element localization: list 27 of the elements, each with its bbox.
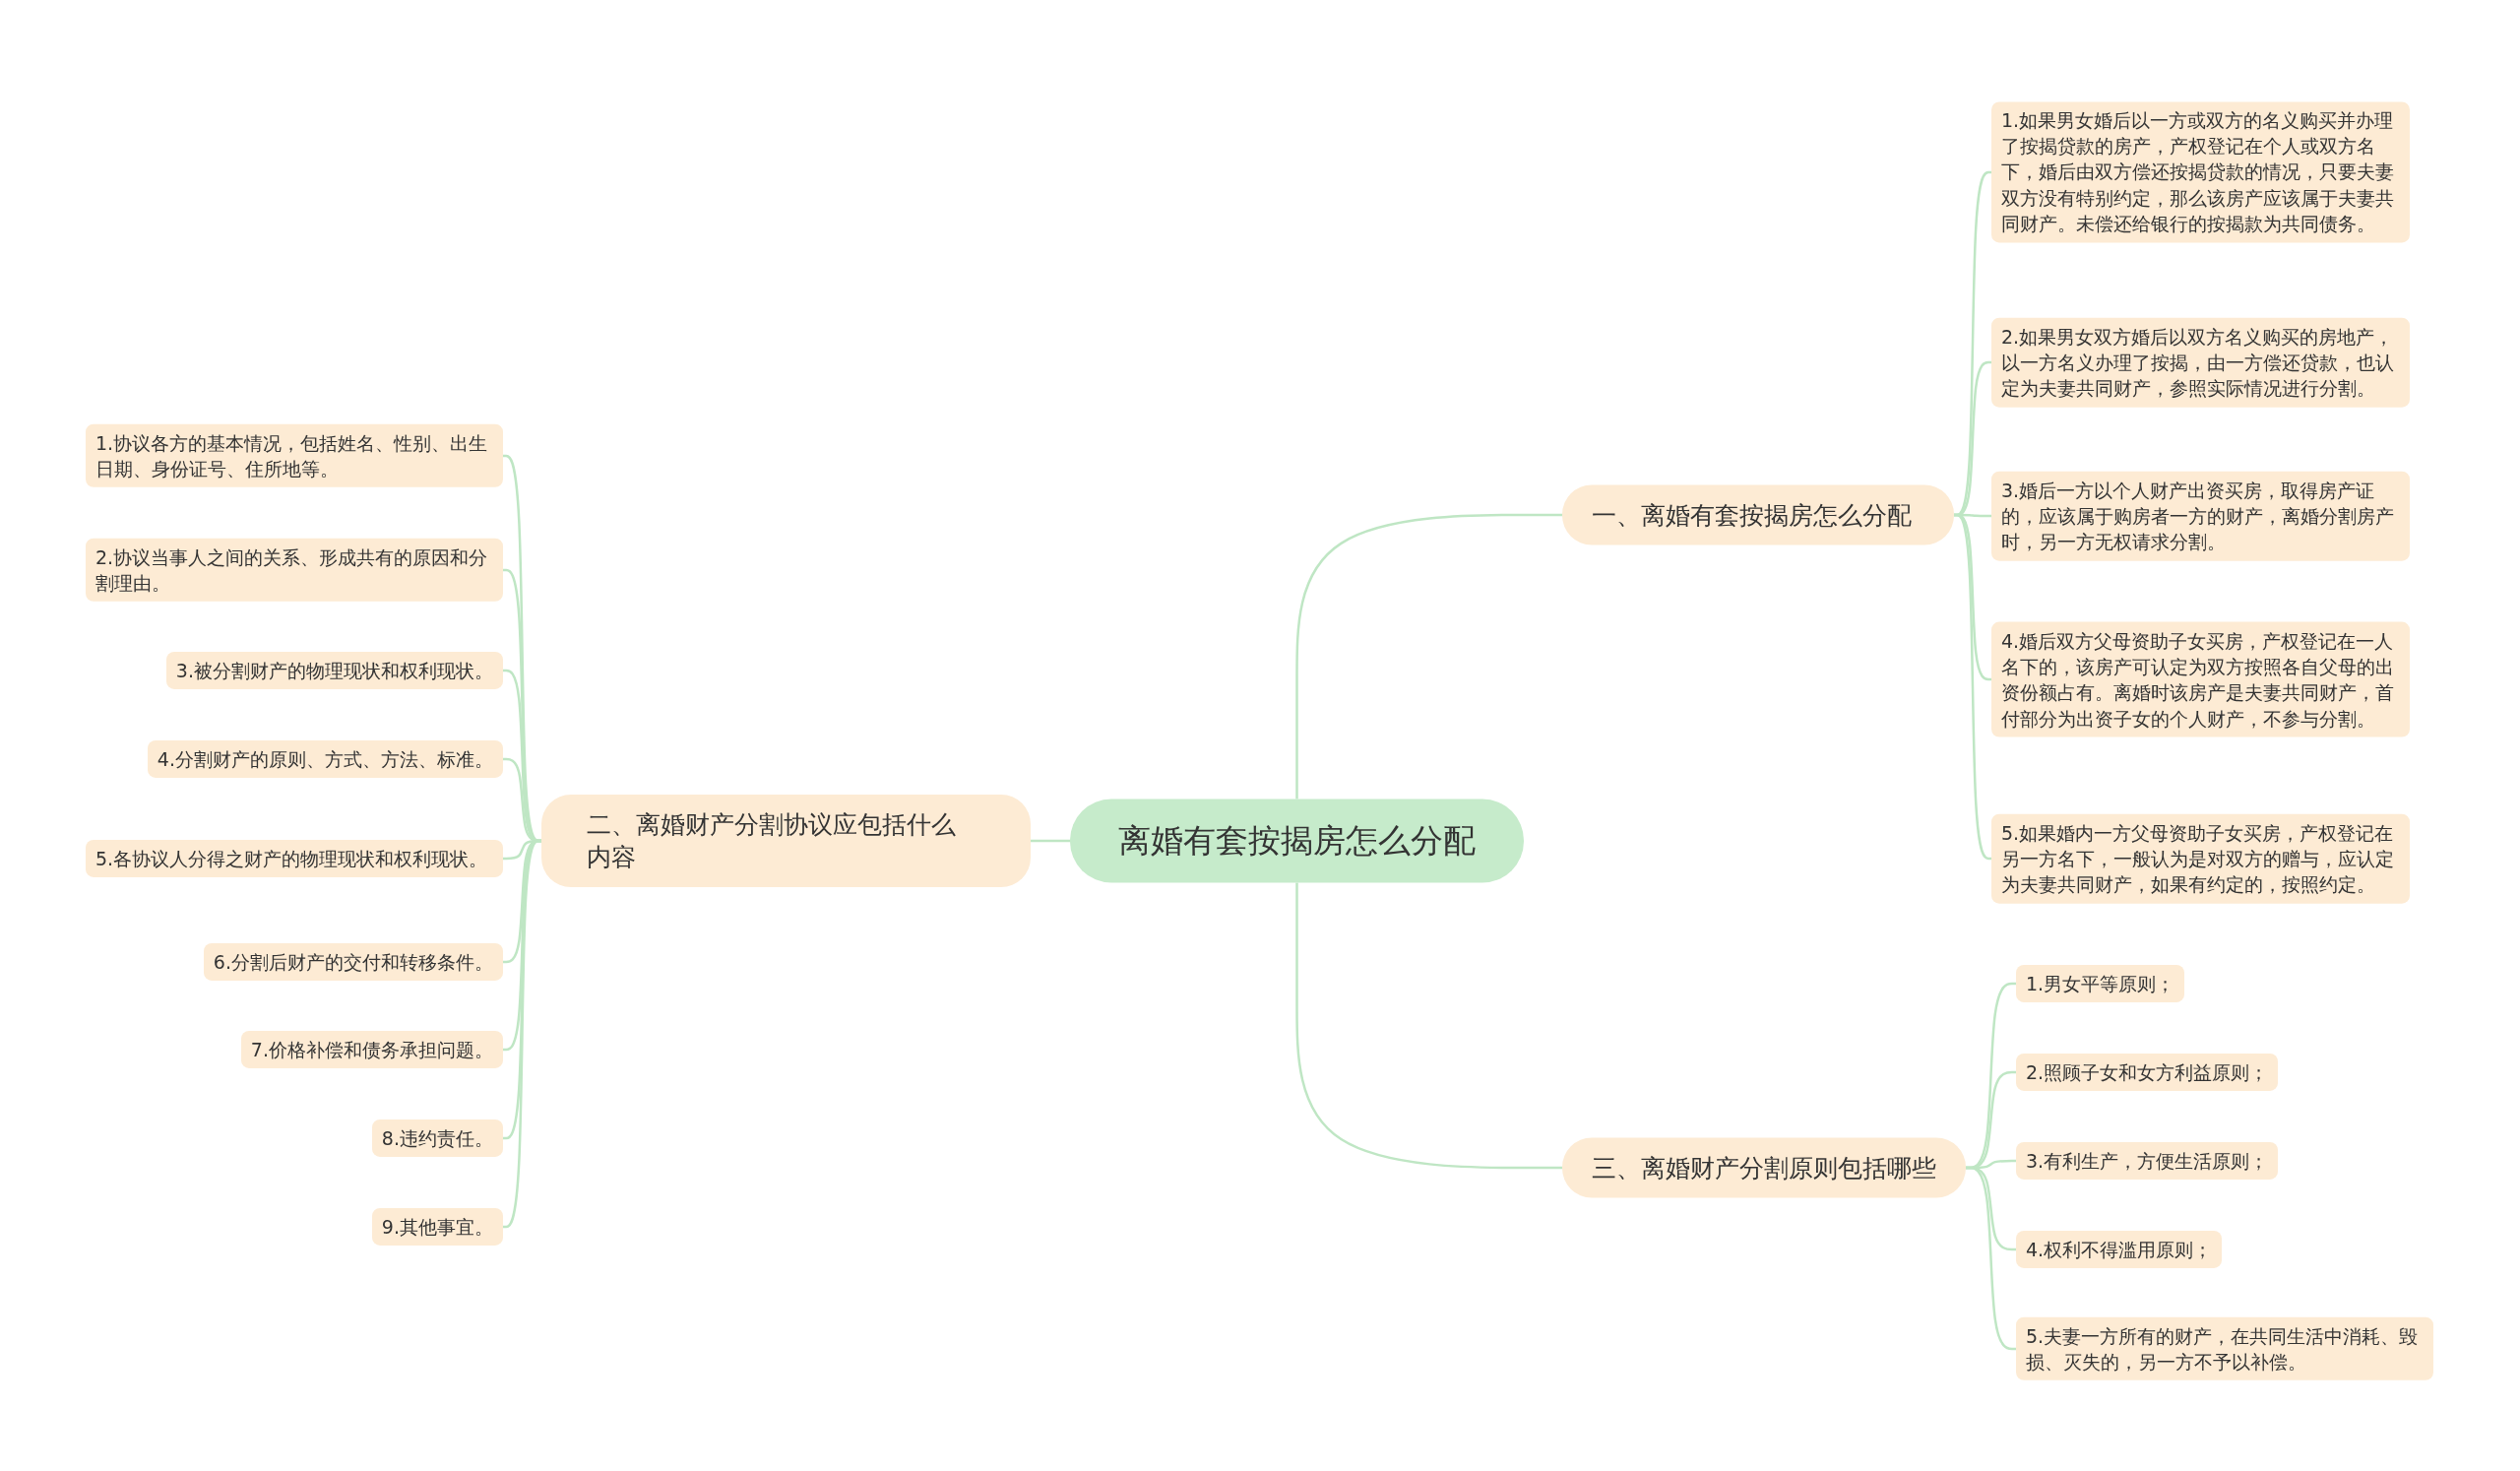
- subtopic-box: 4.分割财产的原则、方式、方法、标准。: [147, 739, 503, 779]
- subtopic-box: 1.男女平等原则；: [2016, 964, 2185, 1003]
- subtopic-box: 4.权利不得滥用原则；: [2016, 1230, 2223, 1269]
- topic-box: 二、离婚财产分割协议应包括什么内容: [541, 795, 1031, 887]
- connector-line: [1954, 513, 1991, 861]
- subtopic-box: 1.如果男女婚后以一方或双方的名义购买并办理了按揭贷款的房产，产权登记在个人或双方名下，婚后由双方偿还按揭贷款的情况，只要夫妻双方没有特别约定，那么该房产应该属于夫妻共同财产。未偿还给银行的按揭款为共同债务。: [1991, 101, 2410, 243]
- subtopic-box: 3.婚后一方以个人财产出资买房，取得房产证的，应该属于购房者一方的财产，离婚分割房产时，另一方无权请求分割。: [1991, 471, 2410, 561]
- connector-line: [1295, 513, 1562, 799]
- subtopic-box: 8.违约责任。: [371, 1119, 503, 1158]
- subtopic-box: 3.有利生产，方便生活原则；: [2016, 1141, 2279, 1181]
- subtopic-box: 2.协议当事人之间的关系、形成共有的原因和分割理由。: [86, 538, 503, 603]
- topic-box: 一、离婚有套按揭房怎么分配: [1562, 484, 1954, 545]
- subtopic-box: 5.各协议人分得之财产的物理现状和权利现状。: [86, 839, 503, 878]
- topic-box: 三、离婚财产分割原则包括哪些: [1562, 1137, 1966, 1198]
- connector-line: [1295, 882, 1562, 1170]
- subtopic-box: 4.婚后双方父母资助子女买房，产权登记在一人名下的，该房产可认定为双方按照各自父母的出资份额占有。离婚时该房产是夫妻共同财产，首付部分为出资子女的个人财产，不参与分割。: [1991, 621, 2410, 737]
- subtopic-box: 6.分割后财产的交付和转移条件。: [203, 942, 503, 982]
- subtopic-box: 3.被分割财产的物理现状和权利现状。: [165, 651, 503, 690]
- subtopic-box: 2.照顾子女和女方利益原则；: [2016, 1053, 2279, 1092]
- subtopic-box: 5.如果婚内一方父母资助子女买房，产权登记在另一方名下，一般认为是对双方的赠与，应认定为夫妻共同财产，如果有约定的，按照约定。: [1991, 813, 2410, 904]
- subtopic-box: 2.如果男女双方婚后以双方名义购买的房地产，以一方名义办理了按揭，由一方偿还贷款，也认定为夫妻共同财产，参照实际情况进行分割。: [1991, 317, 2410, 408]
- subtopic-box: 5.夫妻一方所有的财产，在共同生活中消耗、毁损、灭失的，另一方不予以补偿。: [2016, 1316, 2433, 1381]
- connector-line: [1031, 839, 1070, 843]
- central-topic: 离婚有套按揭房怎么分配: [1070, 799, 1524, 883]
- subtopic-box: 7.价格补偿和债务承担问题。: [240, 1030, 503, 1069]
- subtopic-box: 1.协议各方的基本情况，包括姓名、性别、出生日期、身份证号、住所地等。: [86, 423, 503, 488]
- subtopic-box: 9.其他事宜。: [371, 1207, 503, 1247]
